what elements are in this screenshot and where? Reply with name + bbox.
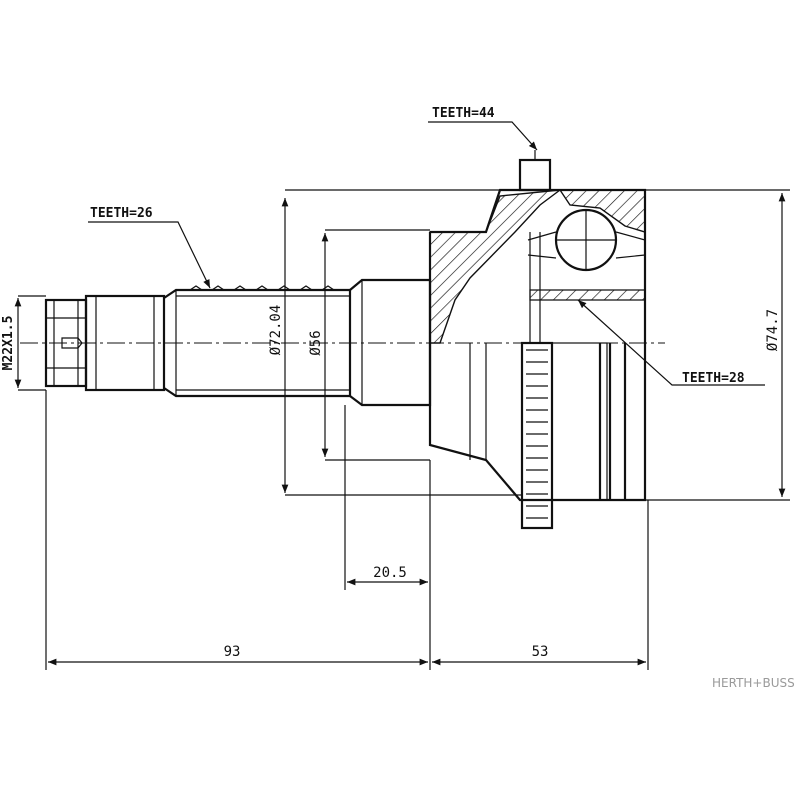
dia-72-dimension: Ø72.04 — [268, 305, 284, 356]
len-53-dimension: 53 — [532, 644, 549, 660]
abs-ring — [518, 150, 554, 530]
outer-race — [529, 232, 627, 501]
leader-lines — [88, 121, 765, 386]
len-20-dimension: 20.5 — [373, 565, 407, 581]
teeth-26-label: TEETH=26 — [90, 206, 153, 221]
teeth-28-label: TEETH=28 — [682, 371, 745, 386]
threaded-end — [44, 294, 166, 392]
watermark: HERTH+BUSS — [712, 676, 795, 690]
len-93-dimension: 93 — [224, 644, 241, 660]
thread-dimension: M22X1.5 — [1, 316, 16, 371]
dia-74-dimension: Ø74.7 — [765, 309, 781, 351]
ball-cage — [527, 208, 646, 301]
teeth-44-label: TEETH=44 — [432, 106, 495, 121]
dimension-lines — [14, 189, 790, 670]
dia-56-dimension: Ø56 — [308, 330, 324, 355]
bell-housing — [428, 188, 647, 502]
